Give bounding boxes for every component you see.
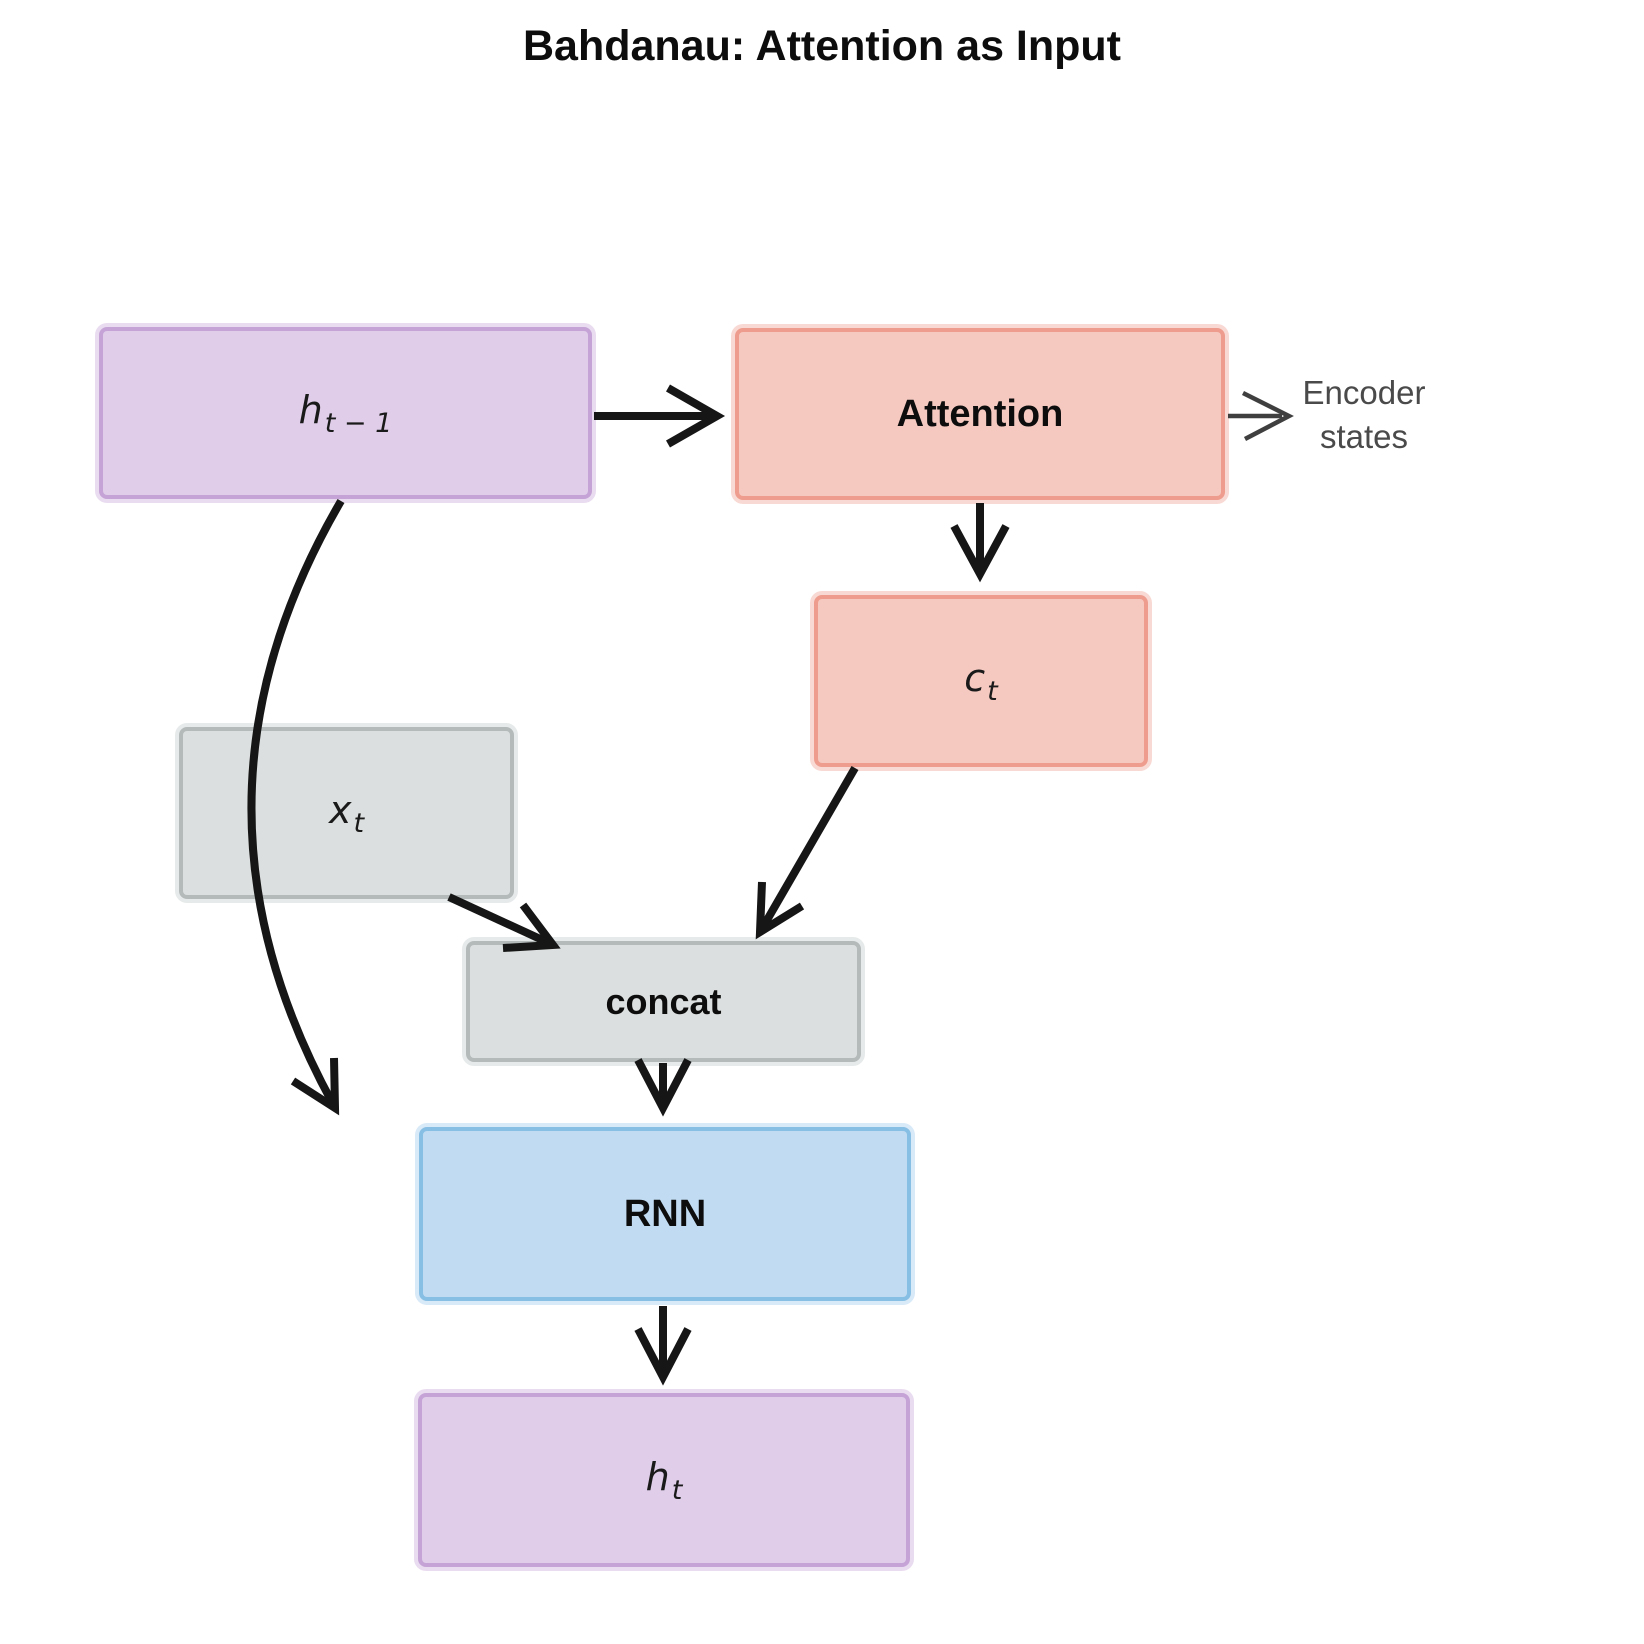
- arrow-hprev-to-attention-head: [666, 384, 726, 448]
- encoder-states-label: Encoder states: [1282, 371, 1446, 459]
- arrow-rnn-to-ht-head: [634, 1327, 692, 1386]
- node-attention: Attention: [735, 328, 1225, 500]
- node-context-vector: ct: [814, 595, 1148, 767]
- arrow-attention-to-ct-head: [950, 524, 1010, 583]
- node-h-prev-label: ht − 1: [299, 388, 393, 439]
- node-h-current: ht: [418, 1393, 910, 1567]
- h-t-var: h: [645, 1454, 670, 1499]
- node-concat: concat: [466, 941, 861, 1062]
- x-t-subscript: t: [353, 807, 365, 839]
- arrow-xt-to-concat-shaft: [447, 893, 551, 947]
- h-prev-subscript: t − 1: [324, 407, 393, 439]
- c-t-var: c: [964, 655, 986, 700]
- node-rnn: RNN: [419, 1127, 911, 1301]
- node-attention-label: Attention: [896, 392, 1064, 435]
- diagram-title: Bahdanau: Attention as Input: [523, 22, 1121, 70]
- arrow-concat-to-rnn-head: [634, 1058, 692, 1117]
- arrow-ct-to-concat-shaft: [759, 765, 859, 930]
- node-input-x: xt: [179, 727, 514, 899]
- arrow-hprev-to-rnn-head: [290, 1057, 340, 1116]
- encoder-states-line2: states: [1319, 418, 1409, 455]
- node-h-current-label: ht: [646, 1455, 683, 1506]
- node-rnn-label: RNN: [623, 1192, 707, 1235]
- node-h-prev: ht − 1: [99, 327, 592, 499]
- node-context-vector-label: ct: [964, 656, 998, 707]
- node-input-x-label: xt: [329, 788, 364, 839]
- arrow-ct-to-concat-head: [755, 881, 805, 940]
- c-t-subscript: t: [987, 675, 998, 707]
- encoder-states-line1: Encoder: [1302, 374, 1426, 411]
- h-prev-var: h: [298, 387, 323, 432]
- node-concat-label: concat: [605, 980, 722, 1022]
- x-t-var: x: [328, 787, 352, 832]
- h-t-subscript: t: [671, 1474, 683, 1506]
